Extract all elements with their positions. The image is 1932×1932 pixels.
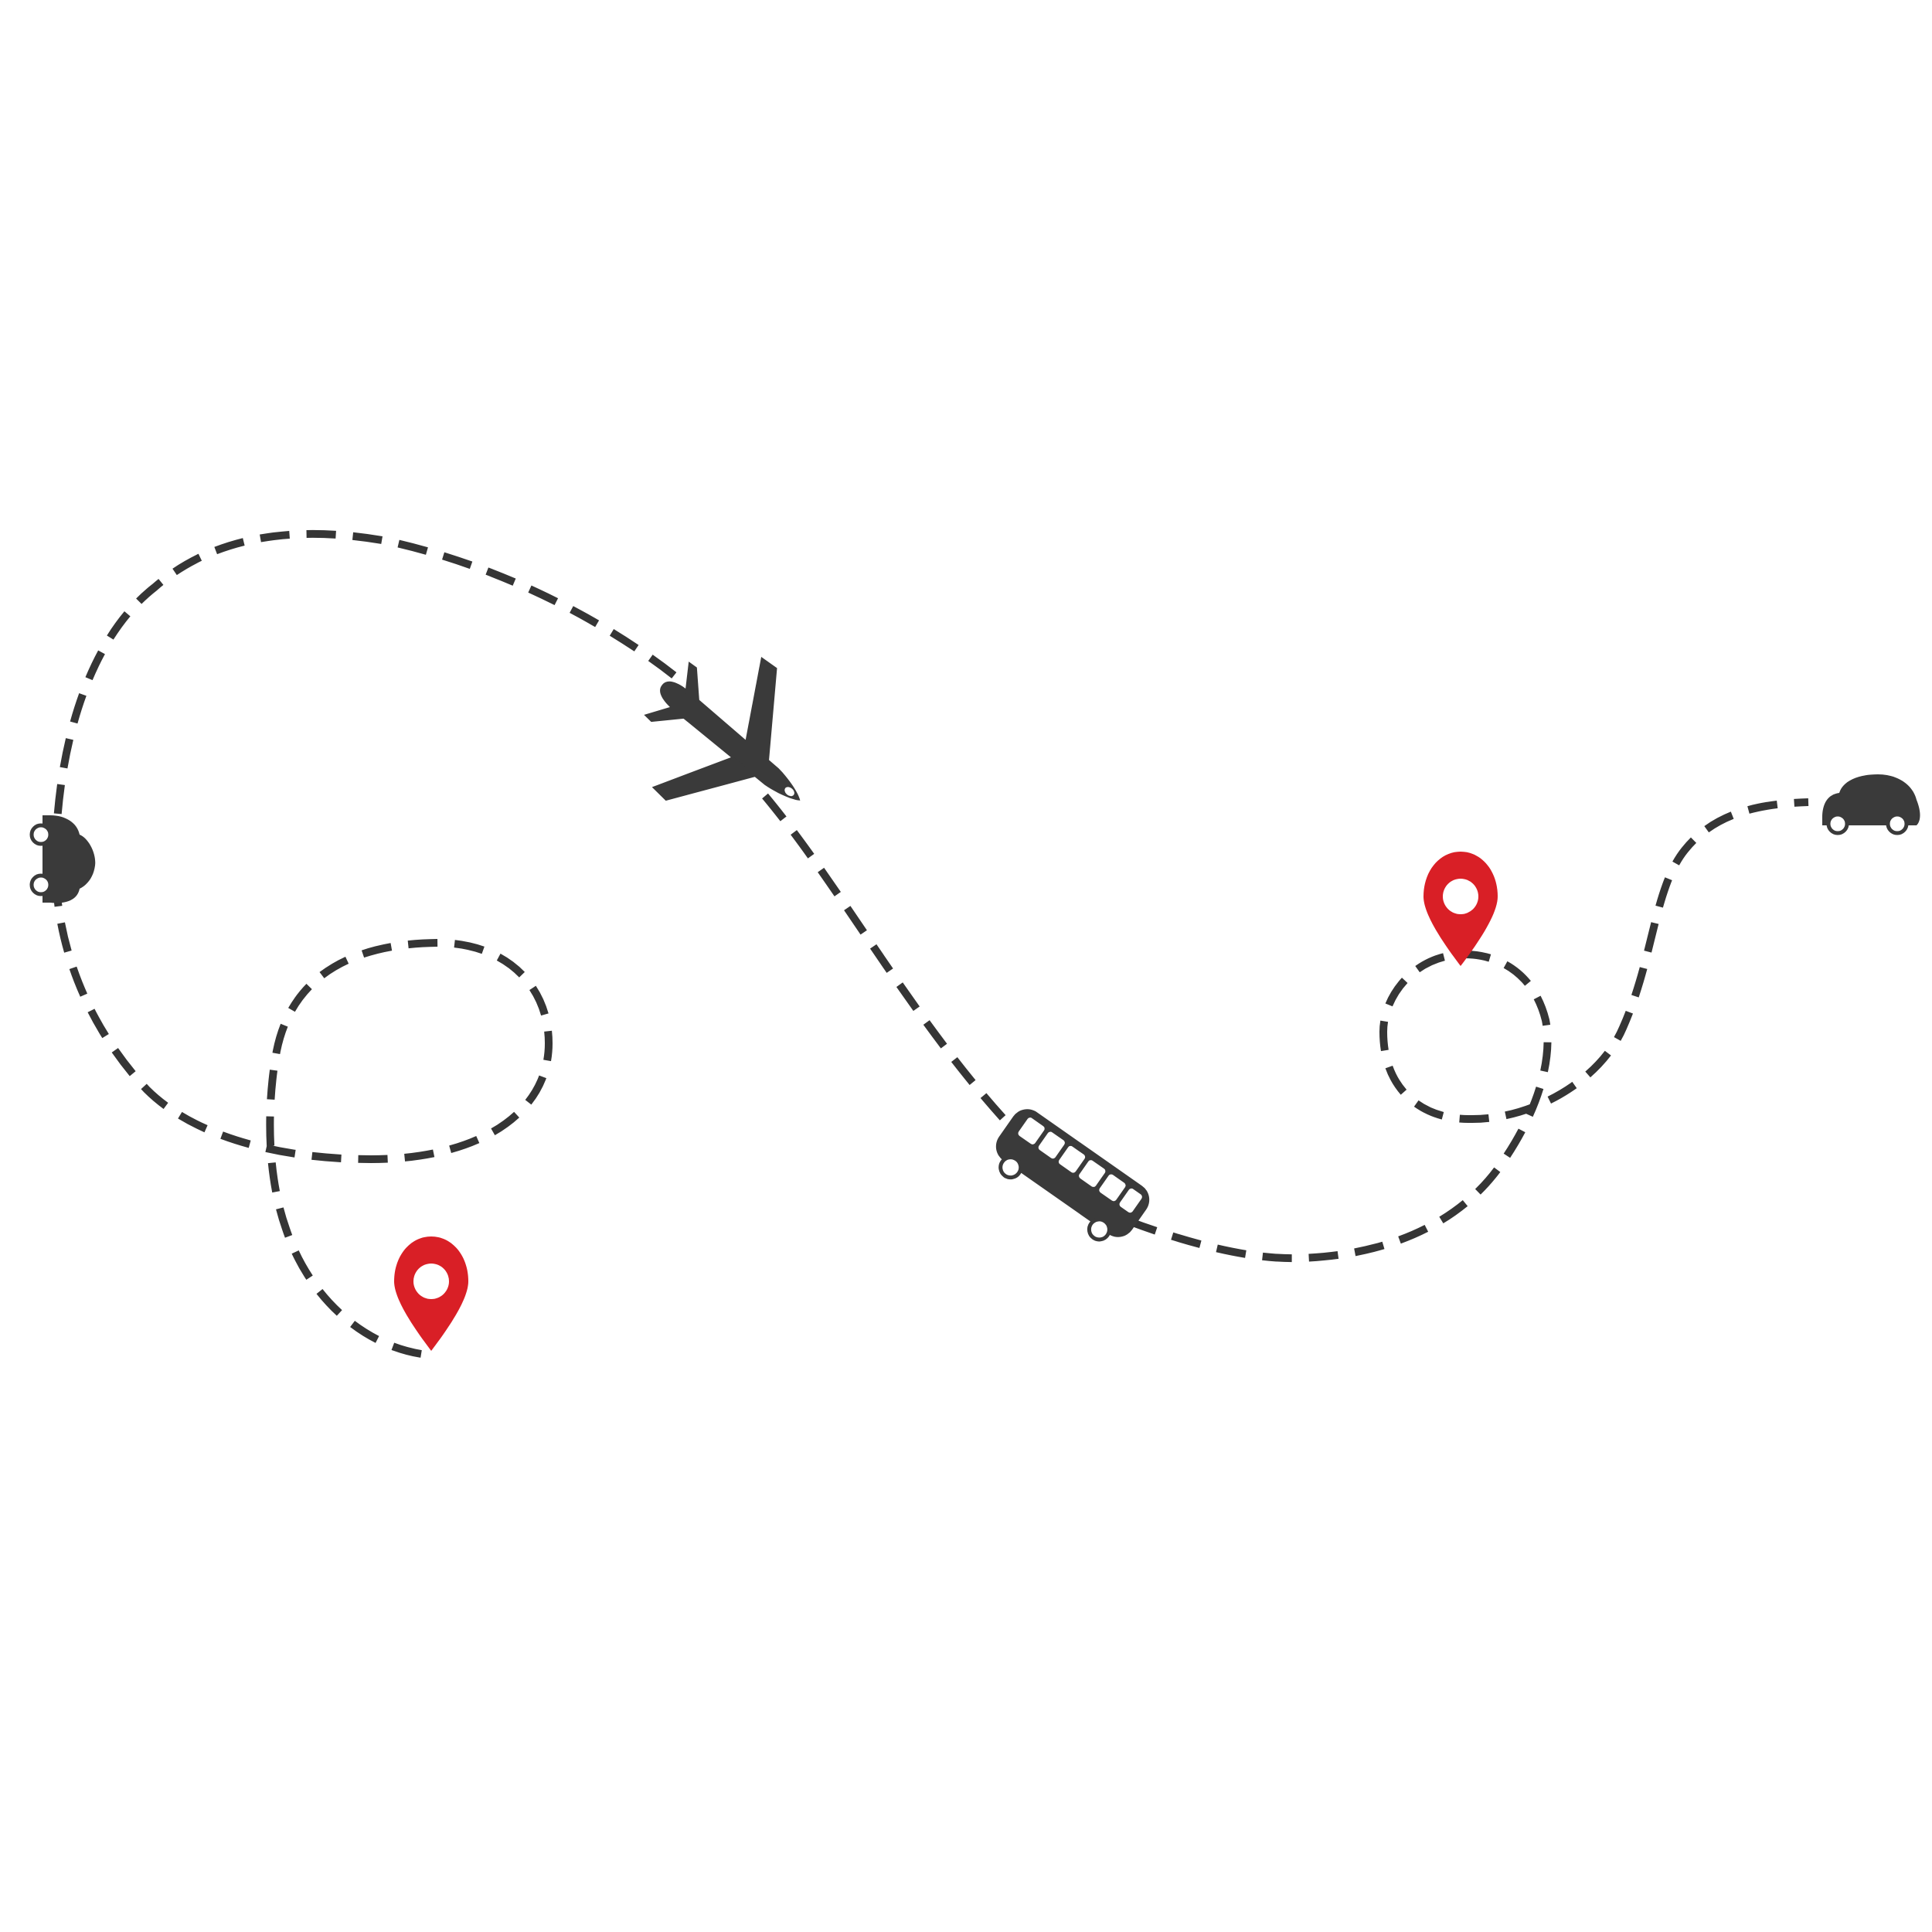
airplane-window [784, 787, 794, 797]
airplane-tail [644, 706, 688, 723]
airplane-icon [644, 657, 801, 801]
airplane-body [660, 681, 801, 801]
car-wheel [29, 873, 53, 896]
car-icon [1822, 774, 1920, 835]
pin-hole [413, 1264, 449, 1299]
car-body [1822, 774, 1920, 825]
dashed-route-path-3 [1127, 798, 1809, 1263]
car-body [43, 815, 96, 903]
car-wheel [1826, 812, 1849, 835]
bus-icon [995, 1109, 1150, 1242]
bus-windows [1018, 1117, 1142, 1213]
car-wheel [29, 823, 53, 846]
airplane-wing [745, 657, 777, 763]
dashed-route-path [51, 529, 683, 1358]
pin-hole [1443, 879, 1478, 914]
dashed-route-path-2 [762, 793, 1015, 1131]
car-wheel [1886, 812, 1909, 835]
airplane-wing [651, 756, 757, 801]
bus-wheel [1087, 1217, 1111, 1242]
map-pin-icon [394, 1236, 468, 1351]
car-icon [29, 815, 96, 903]
map-pin-icon [1423, 852, 1498, 966]
bus-wheel [998, 1155, 1023, 1180]
airplane-tail [685, 662, 700, 704]
